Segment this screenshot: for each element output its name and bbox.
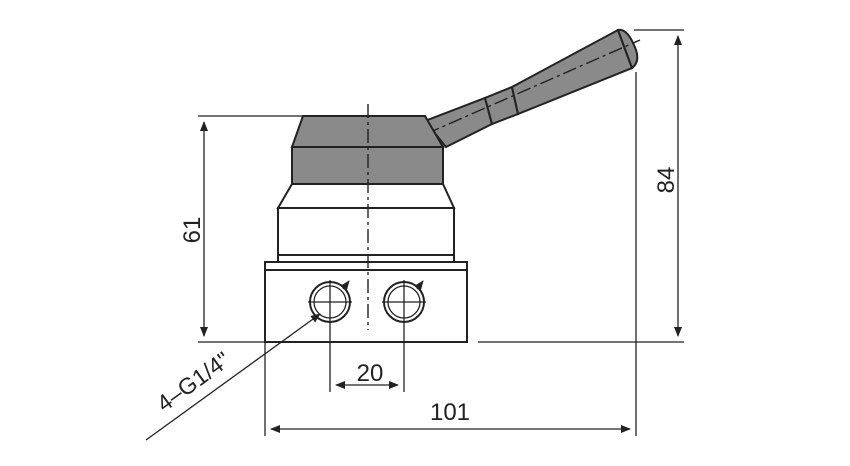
port-callout: 4–G1/4" xyxy=(145,313,321,441)
dimension-101: 101 xyxy=(264,72,637,436)
valve-neck xyxy=(276,183,456,256)
dim-20-label: 20 xyxy=(357,360,384,387)
valve-base xyxy=(264,255,468,343)
dimension-20: 20 xyxy=(329,324,405,392)
lever-handle xyxy=(423,28,641,149)
port-left xyxy=(308,280,352,324)
dim-61-label: 61 xyxy=(179,217,206,244)
dimension-61: 61 xyxy=(179,115,303,343)
dimension-84: 84 xyxy=(478,29,684,343)
port-right xyxy=(382,280,426,324)
dim-84-label: 84 xyxy=(653,167,680,194)
dim-101-label: 101 xyxy=(430,399,470,426)
